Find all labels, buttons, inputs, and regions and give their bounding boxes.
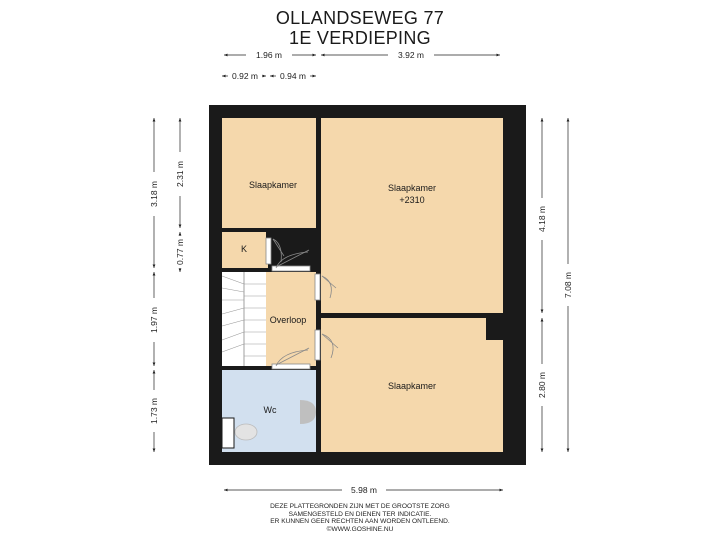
floor-level-title: 1E VERDIEPING xyxy=(289,28,431,48)
label-slaapkamer-main-height: +2310 xyxy=(399,195,424,205)
label-slaapkamer-main: Slaapkamer xyxy=(388,183,436,193)
label-slaapkamer-left: Slaapkamer xyxy=(249,180,297,190)
doors xyxy=(265,237,339,370)
dim-small-left: 0.92 m xyxy=(232,71,258,81)
dim-small-right: 0.94 m xyxy=(280,71,306,81)
room-slaapkamer-left xyxy=(222,118,316,230)
disclaimer-line-1: DEZE PLATTEGRONDEN ZIJN MET DE GROOTSTE … xyxy=(270,503,450,510)
room-slaapkamer-bottom xyxy=(321,318,503,452)
staircase xyxy=(221,272,266,366)
dim-bottom-total: 5.98 m xyxy=(351,485,377,495)
dim-left-inner-top: 2.31 m xyxy=(175,161,185,187)
wc-fixtures xyxy=(221,400,316,449)
dim-left-inner-bottom: 0.77 m xyxy=(175,239,185,265)
room-kast xyxy=(222,232,268,268)
floorplan-title: OLLANDSEWEG 77 xyxy=(275,8,445,28)
dim-top-left: 1.96 m xyxy=(256,50,282,60)
label-overloop: Overloop xyxy=(270,315,307,325)
room-slaapkamer-main xyxy=(321,118,503,313)
disclaimer-line-2: SAMENGESTELD EN DIENEN TER INDICATIE. xyxy=(288,510,432,518)
dim-right-bottom: 2.80 m xyxy=(537,372,547,398)
dim-top-right: 3.92 m xyxy=(398,50,424,60)
dim-left-outer-bottom: 1.73 m xyxy=(149,398,159,424)
disclaimer-line-3: ER KUNNEN GEEN RECHTEN AAN WORDEN ONTLEE… xyxy=(270,518,450,526)
dim-left-outer-mid: 1.97 m xyxy=(149,307,159,333)
interior-walls xyxy=(222,118,503,452)
disclaimer-credit: ©WWW.GOSHINE.NU xyxy=(326,525,394,533)
label-slaapkamer-bottom: Slaapkamer xyxy=(388,381,436,391)
label-wc: Wc xyxy=(264,405,277,415)
dim-right-top: 4.18 m xyxy=(537,206,547,232)
label-kast: K xyxy=(241,244,247,254)
dim-right-total: 7.08 m xyxy=(563,272,573,298)
dim-left-outer-top: 3.18 m xyxy=(149,181,159,207)
